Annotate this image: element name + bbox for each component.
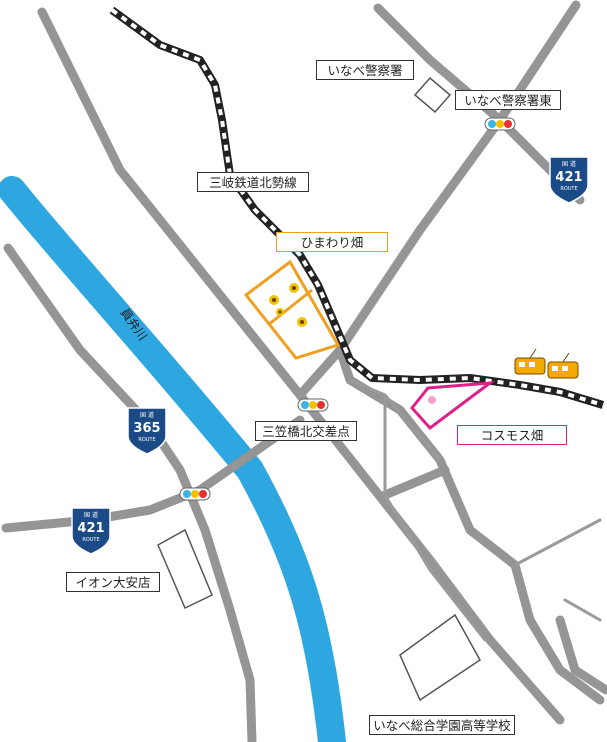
road-far-right-2 (555, 615, 607, 695)
svg-text:国 道: 国 道 (84, 511, 98, 519)
road-421-north (295, 0, 581, 400)
cosmos-field (410, 381, 496, 431)
road-main-diagonal (37, 7, 565, 725)
label-cosmos-field: コスモス畑 (457, 425, 567, 445)
cosmos-icon (428, 396, 436, 404)
train-icon (514, 348, 579, 379)
traffic-light-west (179, 487, 211, 501)
road-far-right (510, 560, 605, 705)
school-building (399, 613, 481, 702)
label-aeon: イオン大安店 (66, 572, 160, 592)
svg-text:ROUTE: ROUTE (560, 186, 577, 192)
traffic-light-police-east (484, 117, 516, 131)
label-mikasa-intersection: 三笠橋北交差点 (255, 421, 357, 441)
svg-text:ROUTE: ROUTE (138, 437, 155, 443)
sunflower-field (243, 259, 341, 360)
label-sunflower-field: ひまわり畑 (276, 232, 388, 252)
svg-text:国 道: 国 道 (562, 160, 576, 168)
svg-text:421: 421 (77, 521, 104, 536)
svg-text:421: 421 (555, 170, 582, 185)
label-police-east: いなべ警察署東 (455, 90, 561, 110)
label-school: いなべ総合学園高等学校 (369, 715, 515, 735)
route-365-shield: 国 道 365 ROUTE (127, 407, 167, 455)
railway-track (109, 6, 605, 409)
aeon-building (157, 528, 213, 610)
svg-text:国 道: 国 道 (140, 411, 154, 419)
label-police-station: いなべ警察署 (316, 60, 414, 80)
traffic-light-mikasa (297, 398, 329, 412)
police-building (413, 76, 452, 114)
svg-text:ROUTE: ROUTE (82, 537, 99, 543)
minor-roads (348, 378, 602, 642)
route-421-shield-top: 国 道 421 ROUTE (549, 156, 589, 204)
road-connector (380, 465, 450, 500)
route-421-shield-left: 国 道 421 ROUTE (71, 507, 111, 555)
label-railway: 三岐鉄道北勢線 (197, 172, 309, 192)
svg-text:365: 365 (133, 421, 160, 436)
